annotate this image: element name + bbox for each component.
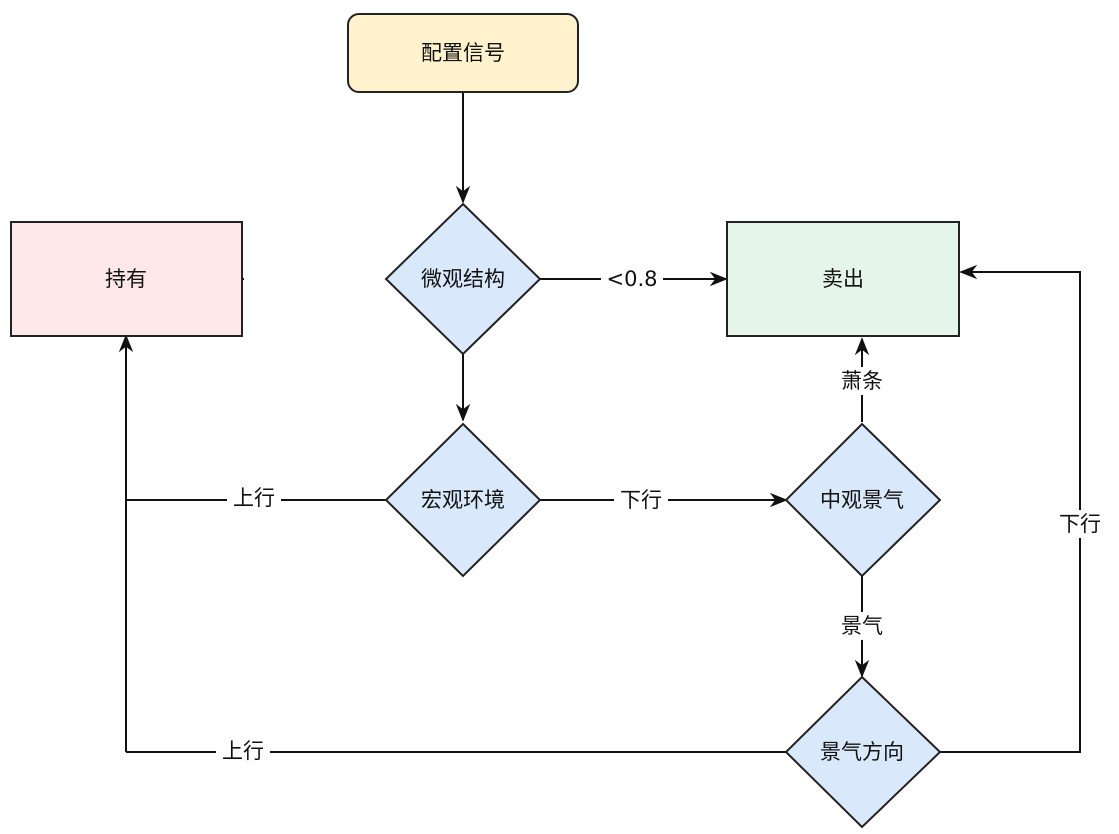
label-micro-sell: <0.8 — [601, 266, 663, 292]
signal-label: 配置信号 — [421, 41, 505, 65]
hold-box — [10, 221, 243, 337]
meso-label: 中观景气 — [820, 488, 904, 512]
node-hold: 持有 — [10, 221, 243, 337]
node-meso: 中观景气 — [784, 422, 942, 578]
node-micro: 微观结构 — [384, 202, 542, 356]
edge-label-down-trend: 下行 — [1059, 512, 1101, 536]
edge-label-prosperity: 景气 — [841, 614, 883, 638]
edge-label-down-macro: 下行 — [620, 488, 662, 512]
node-sell: 卖出 — [726, 221, 960, 337]
edge-label-depression: 萧条 — [841, 369, 883, 393]
sell-box — [726, 221, 960, 337]
trend-diamond — [784, 675, 942, 829]
label-macro-meso: 下行 — [614, 487, 668, 515]
micro-label: 微观结构 — [421, 267, 505, 291]
macro-diamond — [384, 422, 542, 578]
meso-diamond — [784, 422, 942, 578]
node-trend: 景气方向 — [784, 675, 942, 829]
edge-label-lt-0-8: <0.8 — [607, 267, 658, 291]
sell-label: 卖出 — [822, 267, 864, 291]
label-macro-hold: 上行 — [227, 486, 281, 514]
trend-label: 景气方向 — [820, 740, 904, 764]
micro-diamond — [384, 202, 542, 356]
label-meso-trend: 景气 — [835, 612, 889, 640]
macro-label: 宏观环境 — [421, 488, 505, 512]
node-macro: 宏观环境 — [384, 422, 542, 578]
label-meso-sell: 萧条 — [835, 367, 889, 395]
edge-label-up-trend: 上行 — [222, 739, 264, 763]
node-signal: 配置信号 — [347, 13, 579, 93]
hold-label: 持有 — [105, 267, 147, 291]
signal-box — [347, 13, 579, 93]
label-trend-sell: 下行 — [1053, 510, 1107, 538]
edge-label-up-macro: 上行 — [233, 486, 275, 510]
label-trend-hold: 上行 — [216, 738, 270, 766]
